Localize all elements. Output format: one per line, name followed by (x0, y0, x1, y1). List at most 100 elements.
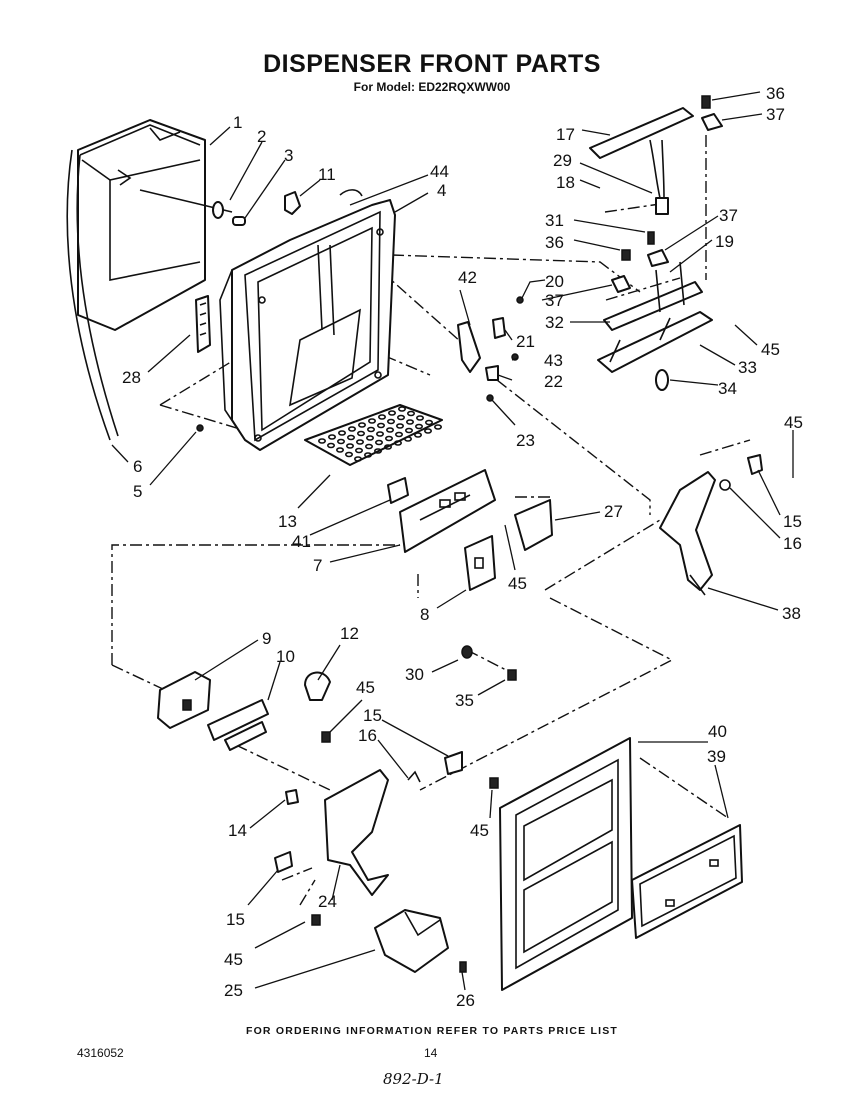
grille-hole (403, 436, 412, 442)
part-40-dispenser-front-panel (499, 737, 633, 991)
grille-hole (415, 415, 424, 421)
page-title: DISPENSER FRONT PARTS (263, 50, 601, 78)
part-11-bushing (284, 191, 301, 215)
grille-hole (344, 451, 353, 458)
callout-21: 21 (516, 332, 535, 351)
part-32-33-dispenser-bracket (597, 261, 713, 373)
grille-hole (353, 456, 362, 462)
callout-33: 33 (738, 358, 757, 377)
callout-38: 38 (782, 604, 801, 623)
grille-hole (393, 440, 402, 446)
callout-15: 15 (363, 706, 382, 725)
part-42-bracket (457, 321, 481, 373)
part-1-ice-chute-housing (66, 119, 206, 441)
grille-hole (366, 426, 375, 433)
grille-hole (354, 447, 363, 454)
grille-hole (433, 424, 442, 430)
callout-31: 31 (545, 211, 564, 230)
callout-4: 4 (437, 181, 446, 200)
callout-10: 10 (276, 647, 295, 666)
grille-hole (376, 422, 385, 429)
grille-hole (397, 406, 406, 412)
callout-34: 34 (718, 379, 737, 398)
grille-hole (355, 439, 364, 445)
part-7-control-housing (399, 469, 496, 553)
grille-hole (327, 434, 336, 440)
part-17-dispenser-trim (589, 107, 694, 159)
part-15-16-pivot-right (719, 454, 763, 491)
grille-hole (357, 422, 366, 428)
grille-hole (335, 447, 344, 453)
callout-1: 1 (233, 113, 242, 132)
grille-hole (383, 444, 392, 450)
callout-16: 16 (358, 726, 377, 745)
grille-hole (385, 427, 394, 433)
page-number: 14 (424, 1046, 438, 1060)
document-number: 4316052 (77, 1046, 124, 1060)
callout-36: 36 (766, 84, 785, 103)
grille-hole (367, 418, 376, 424)
grille-hole (326, 442, 335, 449)
callout-19: 19 (715, 232, 734, 251)
part-38-water-lever (659, 471, 716, 596)
ordering-note: FOR ORDERING INFORMATION REFER TO PARTS … (245, 1025, 619, 1037)
callout-5: 5 (133, 482, 142, 501)
grille-hole (356, 430, 365, 437)
grille-hole (396, 414, 405, 421)
part-27-switch-cover (514, 499, 553, 551)
grille-hole (404, 427, 413, 434)
callout-labels: 1 2 3 11 44 4 17 36 37 29 18 31 37 36 19… (122, 84, 803, 1010)
grille-hole (424, 419, 433, 426)
part-34-lamp (655, 369, 669, 391)
callout-23: 23 (516, 431, 535, 450)
grille-hole (423, 428, 432, 434)
callout-45: 45 (761, 340, 780, 359)
callout-32: 32 (545, 313, 564, 332)
grille-hole (345, 443, 354, 449)
callout-35: 35 (455, 691, 474, 710)
callout-37: 37 (766, 105, 785, 124)
grille-hole (346, 434, 355, 441)
part-4-dispenser-frame (219, 189, 396, 451)
grille-hole (387, 410, 396, 416)
callout-6: 6 (133, 457, 142, 476)
part-29-switch-wires (649, 139, 669, 215)
grille-hole (364, 443, 373, 450)
callout-20: 20 (545, 272, 564, 291)
assembly-dashed-lines (111, 135, 751, 906)
grille-hole (374, 439, 383, 446)
callout-43: 43 (544, 351, 563, 370)
callout-13: 13 (278, 512, 297, 531)
grille-hole (405, 419, 414, 425)
callout-14: 14 (228, 821, 247, 840)
callout-22: 22 (544, 372, 563, 391)
callout-27: 27 (604, 502, 623, 521)
grille-hole (337, 430, 346, 436)
callout-41: 41 (292, 532, 311, 551)
grille-hole (413, 432, 422, 438)
callout-25: 25 (224, 981, 243, 1000)
handwritten-code: 892-D-1 (383, 1070, 444, 1088)
callout-30: 30 (405, 665, 424, 684)
part-8-switch-plate (464, 535, 496, 591)
callout-28: 28 (122, 368, 141, 387)
callout-45: 45 (470, 821, 489, 840)
callout-45: 45 (356, 678, 375, 697)
grille-hole (395, 423, 404, 429)
callout-12: 12 (340, 624, 359, 643)
part-10-mounting-bracket (207, 699, 269, 751)
part-39-panel-insert (631, 824, 743, 939)
grille-hole (317, 438, 326, 444)
callout-26: 26 (456, 991, 475, 1010)
callout-44: 44 (430, 162, 449, 181)
callout-36: 36 (545, 233, 564, 252)
grille-hole (414, 423, 423, 430)
grille-hole (336, 438, 345, 445)
grille-hole (386, 418, 395, 425)
callout-8: 8 (420, 605, 429, 624)
callout-15: 15 (783, 512, 802, 531)
callout-37: 37 (545, 291, 564, 310)
grille-hole (373, 448, 382, 454)
model-subtitle: For Model: ED22RQXWW00 (353, 80, 511, 94)
